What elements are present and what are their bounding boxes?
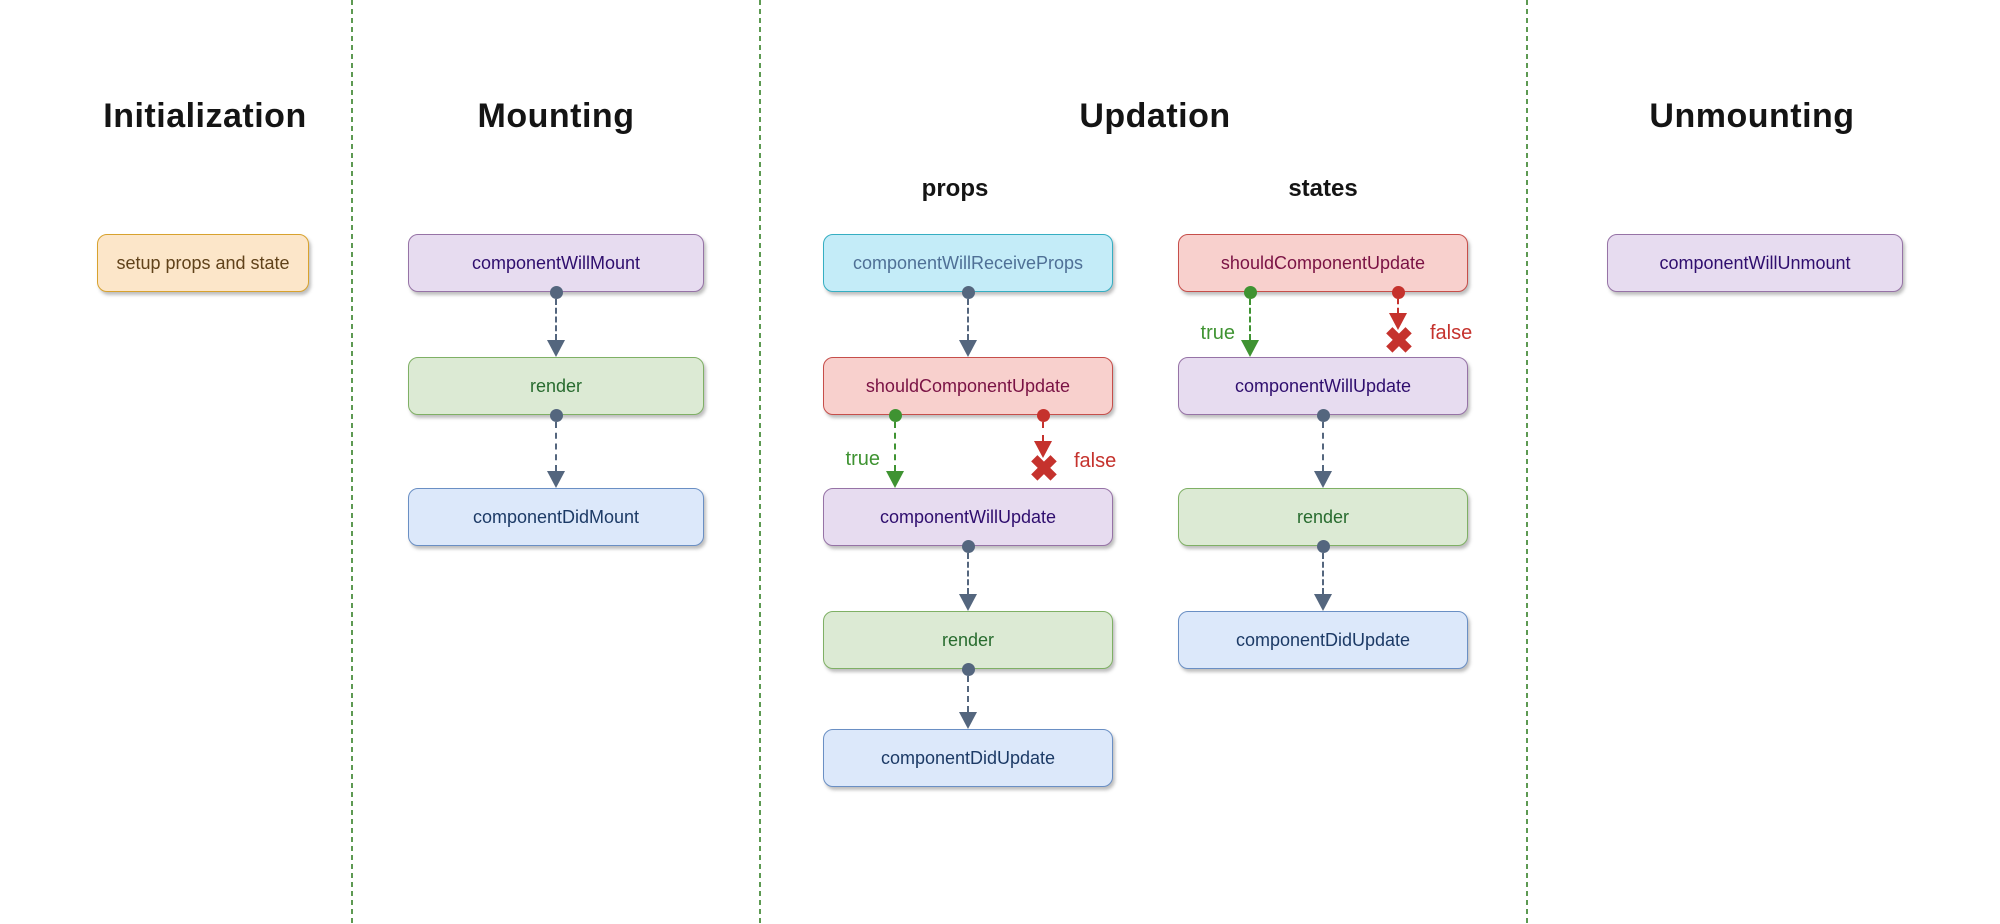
node-label: componentDidMount	[472, 506, 640, 527]
node-shouldComponentUpdate-props: shouldComponentUpdate	[823, 357, 1113, 415]
node-componentWillReceiveProps: componentWillReceiveProps	[823, 234, 1113, 292]
arrow-origin-dot	[1316, 409, 1330, 422]
flow-arrow-icon	[958, 663, 978, 729]
arrow-dashed-line	[1249, 299, 1251, 340]
node-shouldComponentUpdate-states: shouldComponentUpdate	[1178, 234, 1468, 292]
flow-arrow-false-icon	[1388, 286, 1408, 330]
arrowhead-icon	[959, 340, 977, 357]
node-render-mounting: render	[408, 357, 704, 415]
flow-arrow-icon	[546, 409, 566, 488]
branch-label-false: false	[1074, 450, 1117, 472]
arrow-dashed-line	[967, 299, 969, 340]
arrowhead-icon	[959, 712, 977, 729]
node-componentWillUnmount: componentWillUnmount	[1607, 234, 1903, 292]
node-label: shouldComponentUpdate	[865, 375, 1071, 396]
section-title-initialization: Initialization	[103, 97, 307, 135]
node-label: shouldComponentUpdate	[1220, 252, 1426, 273]
branch-label-true: true	[1200, 322, 1235, 344]
flow-arrow-icon	[958, 286, 978, 357]
arrow-origin-dot	[1316, 540, 1330, 553]
node-label: componentWillReceiveProps	[852, 252, 1084, 273]
flow-arrow-icon	[1313, 540, 1333, 611]
arrowhead-icon	[959, 594, 977, 611]
node-render-states: render	[1178, 488, 1468, 546]
arrowhead-icon	[1314, 594, 1332, 611]
column-header-states: states	[1288, 175, 1358, 202]
arrow-origin-dot	[549, 286, 563, 299]
node-label: render	[1296, 506, 1350, 527]
arrowhead-icon	[1314, 471, 1332, 488]
branch-label-false: false	[1430, 322, 1473, 344]
node-label: componentWillUnmount	[1659, 252, 1851, 273]
node-render-props: render	[823, 611, 1113, 669]
branch-label-true: true	[845, 448, 880, 470]
section-title-unmounting: Unmounting	[1649, 97, 1855, 135]
arrow-dashed-line	[1397, 299, 1399, 313]
arrow-origin-dot	[1243, 286, 1257, 299]
node-setup-props-and-state: setup props and state	[97, 234, 309, 292]
node-componentWillUpdate-states: componentWillUpdate	[1178, 357, 1468, 415]
node-label: render	[529, 375, 583, 396]
arrowhead-icon	[886, 471, 904, 488]
arrow-dashed-line	[555, 422, 557, 471]
arrow-origin-dot	[1391, 286, 1405, 299]
arrow-origin-dot	[961, 663, 975, 676]
arrow-origin-dot	[1036, 409, 1050, 422]
arrowhead-icon	[547, 340, 565, 357]
arrow-origin-dot	[961, 286, 975, 299]
flow-arrow-true-icon	[885, 409, 905, 488]
node-label: componentWillUpdate	[1234, 375, 1412, 396]
node-componentDidUpdate-props: componentDidUpdate	[823, 729, 1113, 787]
arrow-origin-dot	[549, 409, 563, 422]
section-divider	[759, 0, 761, 924]
arrowhead-icon	[547, 471, 565, 488]
arrow-dashed-line	[894, 422, 896, 471]
arrowhead-icon	[1034, 441, 1052, 458]
arrowhead-icon	[1389, 313, 1407, 330]
arrow-dashed-line	[967, 553, 969, 594]
arrow-dashed-line	[967, 676, 969, 712]
flow-arrow-false-icon	[1033, 409, 1053, 458]
flow-arrow-icon	[1313, 409, 1333, 488]
arrow-dashed-line	[555, 299, 557, 340]
node-label: render	[941, 629, 995, 650]
flow-arrow-true-icon	[1240, 286, 1260, 357]
node-componentDidUpdate-states: componentDidUpdate	[1178, 611, 1468, 669]
section-title-updation: Updation	[1079, 97, 1231, 135]
arrow-dashed-line	[1042, 422, 1044, 441]
arrow-dashed-line	[1322, 553, 1324, 594]
section-divider	[351, 0, 353, 924]
section-title-mounting: Mounting	[477, 97, 635, 135]
false-x-icon: ✖	[1028, 448, 1060, 489]
false-x-icon: ✖	[1383, 320, 1415, 361]
arrow-origin-dot	[888, 409, 902, 422]
node-componentWillMount: componentWillMount	[408, 234, 704, 292]
column-header-props: props	[921, 175, 989, 202]
flow-arrow-icon	[958, 540, 978, 611]
flow-arrow-icon	[546, 286, 566, 357]
node-label: componentDidUpdate	[1235, 629, 1411, 650]
node-label: componentDidUpdate	[880, 747, 1056, 768]
section-divider	[1526, 0, 1528, 924]
node-label: componentWillUpdate	[879, 506, 1057, 527]
arrow-dashed-line	[1322, 422, 1324, 471]
node-label: componentWillMount	[471, 252, 641, 273]
arrowhead-icon	[1241, 340, 1259, 357]
node-label: setup props and state	[116, 252, 290, 273]
arrow-origin-dot	[961, 540, 975, 553]
node-componentWillUpdate-props: componentWillUpdate	[823, 488, 1113, 546]
node-componentDidMount: componentDidMount	[408, 488, 704, 546]
